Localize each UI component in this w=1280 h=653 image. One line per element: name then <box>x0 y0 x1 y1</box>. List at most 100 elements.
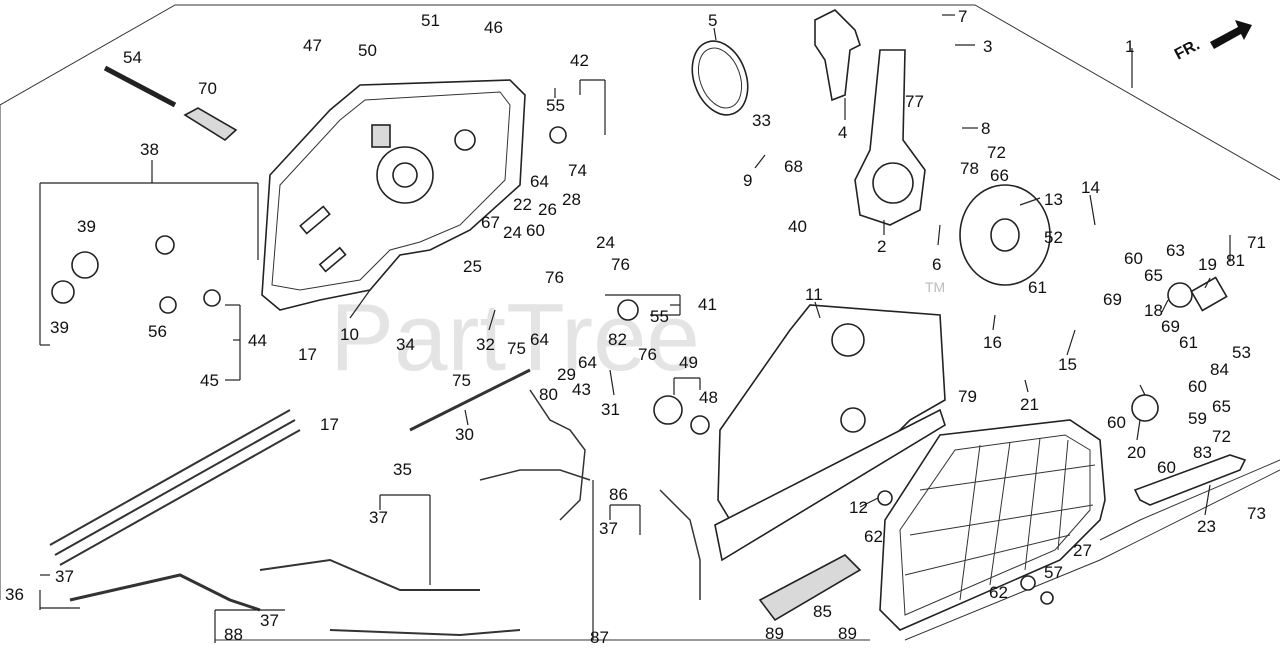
callout-51: 51 <box>421 11 440 30</box>
callout-31: 31 <box>601 400 620 419</box>
front-direction-indicator: FR. <box>1172 20 1252 64</box>
callout-45: 45 <box>200 371 219 390</box>
callout-37c: 37 <box>599 519 618 538</box>
callout-63: 63 <box>1166 241 1185 260</box>
callout-76a: 76 <box>545 268 564 287</box>
callout-74: 74 <box>568 161 587 180</box>
control-box-housing-right <box>714 304 946 562</box>
callout-28: 28 <box>562 190 581 209</box>
callout-20: 20 <box>1127 443 1146 462</box>
callout-69a: 69 <box>1103 290 1122 309</box>
callout-71: 71 <box>1247 233 1266 252</box>
watermark-text: PartTree <box>330 284 700 391</box>
callout-72b: 72 <box>1212 427 1231 446</box>
callout-61b: 61 <box>1179 333 1198 352</box>
callout-42: 42 <box>570 51 589 70</box>
callout-30: 30 <box>455 425 474 444</box>
callout-18: 18 <box>1144 301 1163 320</box>
callout-37a: 37 <box>369 508 388 527</box>
callout-64a: 64 <box>530 172 549 191</box>
callout-17a: 17 <box>298 345 317 364</box>
callout-89a: 89 <box>765 624 784 643</box>
callout-75b: 75 <box>507 339 526 358</box>
control-cables <box>49 368 531 637</box>
callout-8: 8 <box>981 119 990 138</box>
callout-83: 83 <box>1193 443 1212 462</box>
callout-49: 49 <box>679 353 698 372</box>
callout-65a: 65 <box>1144 266 1163 285</box>
callout-77: 77 <box>905 92 924 111</box>
front-label: FR. <box>1172 36 1203 63</box>
gasket-ring <box>691 40 749 116</box>
callout-24a: 24 <box>503 223 522 242</box>
callout-56: 56 <box>148 322 167 341</box>
callout-72a: 72 <box>987 143 1006 162</box>
leader-lines <box>39 14 1231 643</box>
callout-88: 88 <box>224 625 243 644</box>
callout-5: 5 <box>708 11 717 30</box>
callout-labels: 1 2 3 4 5 6 7 8 9 10 11 12 13 14 15 16 1… <box>5 7 1266 647</box>
callout-55a: 55 <box>546 96 565 115</box>
callout-17b: 17 <box>320 415 339 434</box>
callout-25: 25 <box>463 257 482 276</box>
callout-60e: 60 <box>1157 458 1176 477</box>
callout-4: 4 <box>838 123 847 142</box>
callout-36: 36 <box>5 585 24 604</box>
callout-50: 50 <box>358 41 377 60</box>
bracket-link <box>1133 454 1247 506</box>
callout-44: 44 <box>248 331 267 350</box>
callout-1: 1 <box>1125 37 1134 56</box>
callout-81: 81 <box>1226 251 1245 270</box>
callout-80: 80 <box>539 385 558 404</box>
callout-9: 9 <box>743 171 752 190</box>
callout-64b: 64 <box>530 330 549 349</box>
callout-54: 54 <box>123 48 142 67</box>
callout-76c: 76 <box>638 345 657 364</box>
callout-61a: 61 <box>1028 278 1047 297</box>
callout-68: 68 <box>784 157 803 176</box>
callout-70: 70 <box>198 79 217 98</box>
callout-19: 19 <box>1198 255 1217 274</box>
callout-26: 26 <box>538 200 557 219</box>
callout-33: 33 <box>752 111 771 130</box>
callout-64c: 64 <box>578 353 597 372</box>
callout-14: 14 <box>1081 178 1100 197</box>
callout-37d: 37 <box>260 611 279 630</box>
callout-43: 43 <box>572 380 591 399</box>
callout-82: 82 <box>608 330 627 349</box>
callout-22: 22 <box>513 195 532 214</box>
callout-16: 16 <box>983 333 1002 352</box>
callout-75a: 75 <box>452 371 471 390</box>
callout-11: 11 <box>805 285 823 304</box>
assembly-frame <box>0 4 1280 641</box>
front-arrow-icon <box>1210 20 1252 49</box>
callout-3: 3 <box>983 37 992 56</box>
callout-48: 48 <box>699 388 718 407</box>
callout-60c: 60 <box>1188 377 1207 396</box>
callout-62b: 62 <box>989 583 1008 602</box>
callout-46: 46 <box>484 18 503 37</box>
callout-6: 6 <box>932 255 941 274</box>
callout-76b: 76 <box>611 255 630 274</box>
watermark: PartTree TM <box>330 279 945 391</box>
callout-13: 13 <box>1044 190 1063 209</box>
callout-55b: 55 <box>650 307 669 326</box>
lever-handle <box>814 9 861 102</box>
grip-sleeve <box>758 554 862 622</box>
callout-21: 21 <box>1020 395 1039 414</box>
callout-87: 87 <box>590 628 609 647</box>
callout-34: 34 <box>396 335 415 354</box>
callout-52: 52 <box>1044 228 1063 247</box>
callout-79: 79 <box>958 387 977 406</box>
callout-12: 12 <box>849 498 868 517</box>
callout-53: 53 <box>1232 343 1251 362</box>
callout-60d: 60 <box>1107 413 1126 432</box>
callout-40: 40 <box>788 217 807 236</box>
callout-66: 66 <box>990 166 1009 185</box>
callout-73: 73 <box>1247 504 1266 523</box>
callout-2: 2 <box>877 237 886 256</box>
callout-15: 15 <box>1058 355 1077 374</box>
callout-57: 57 <box>1044 563 1063 582</box>
control-lever <box>854 49 926 226</box>
